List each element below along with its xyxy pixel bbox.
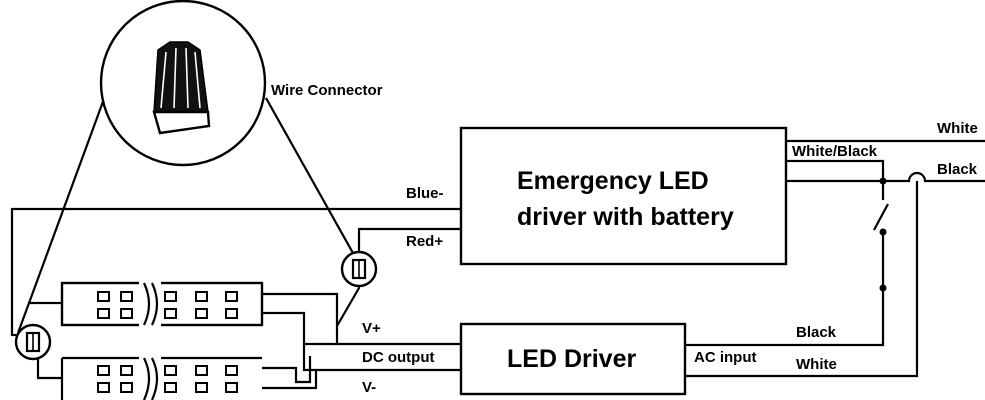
switch-terminal-icon: [879, 228, 887, 236]
black-bottom-label: Black: [796, 324, 837, 341]
wire-connector-left-icon: [14, 323, 52, 361]
white-black-label: White/Black: [792, 143, 878, 160]
led-strip-top: [28, 280, 339, 372]
emergency-driver-title-line2: driver with battery: [517, 203, 734, 231]
emergency-driver-title-line1: Emergency LED: [517, 167, 709, 195]
led-strip-bottom: [36, 352, 318, 400]
black-top-label: Black: [937, 161, 978, 178]
switch-terminal-icon: [879, 284, 887, 292]
switch-terminal-icon: [879, 177, 887, 185]
white-top-label: White: [937, 120, 978, 137]
wires: [10, 139, 985, 378]
wire-connector-label: Wire Connector: [271, 82, 383, 99]
ac-input-label: AC input: [694, 349, 756, 366]
dc-output-label: DC output: [362, 349, 434, 366]
led-driver-label: LED Driver: [507, 345, 636, 373]
magnifier: [16, 0, 359, 334]
wire-connector-right-icon: [340, 250, 378, 288]
v-plus-label: V+: [362, 320, 381, 337]
v-minus-label: V-: [362, 379, 376, 396]
white-bottom-label: White: [796, 356, 837, 373]
emergency-driver-box: [459, 126, 788, 266]
red-plus-label: Red+: [406, 233, 443, 250]
led-driver-box: [459, 322, 687, 396]
blue-minus-label: Blue-: [406, 185, 444, 202]
wire-connector-icon: [152, 41, 211, 135]
